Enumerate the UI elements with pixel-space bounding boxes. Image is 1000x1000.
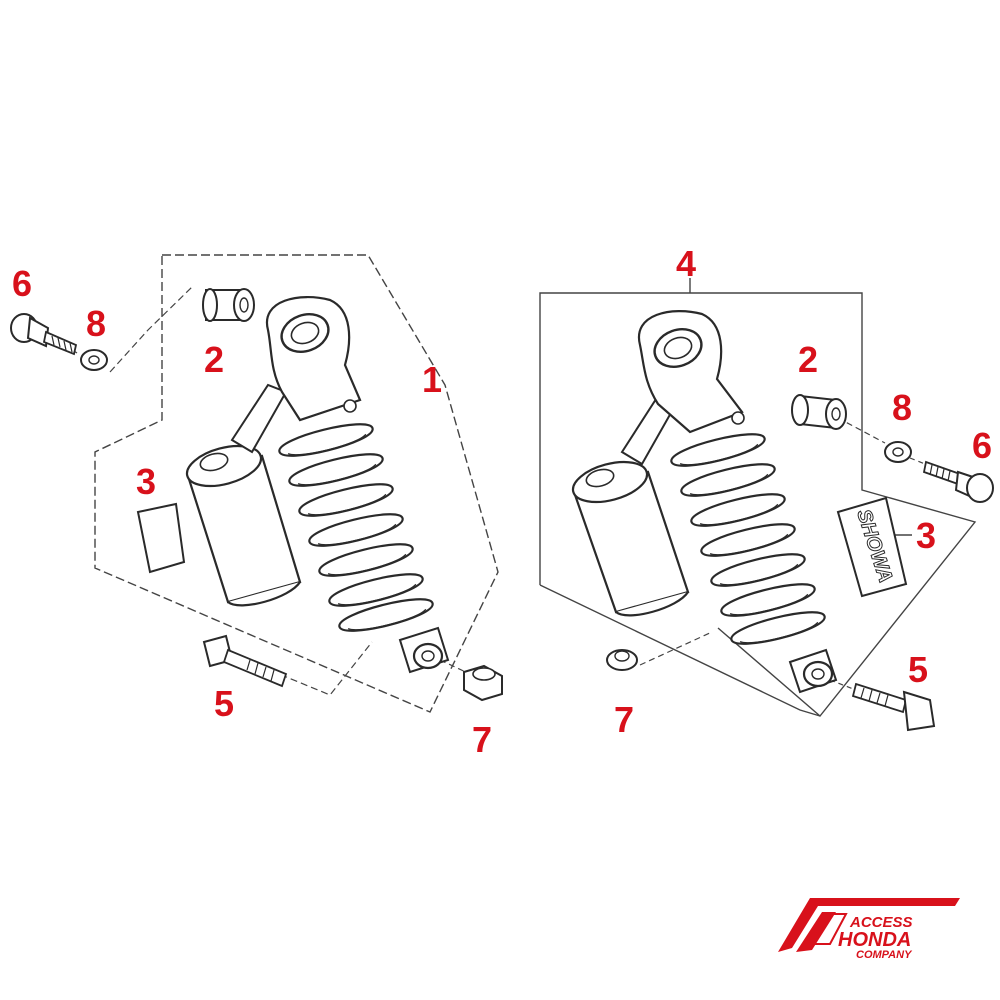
access-honda-logo: ACCESS HONDA COMPANY: [778, 898, 960, 961]
right-decal-3: SHOWA: [836, 496, 908, 598]
left-nut-7: [463, 664, 503, 702]
left-assembly: 6 8 2 1 3 5 7: [10, 254, 503, 760]
left-bolt-6: [10, 313, 78, 356]
right-assembly: SHOWA 4 2 8 6 3 5 7: [539, 243, 994, 740]
right-bottom-mount: [788, 648, 838, 694]
right-bushing-2: [791, 394, 847, 430]
left-callout-3: 3: [136, 461, 156, 502]
left-washer-8: [80, 349, 108, 371]
right-callout-6: 6: [972, 425, 992, 466]
left-leader-7: [439, 659, 471, 675]
right-callout-2: 2: [798, 339, 818, 380]
right-leader-2: [837, 417, 886, 444]
left-callout-5: 5: [214, 683, 234, 724]
logo-swoosh-mark: [778, 898, 960, 952]
right-leader-7: [639, 631, 713, 666]
left-spring: [275, 417, 437, 638]
right-callout-4: 4: [676, 243, 696, 284]
left-callout-7: 7: [472, 719, 492, 760]
left-group-outline: [94, 254, 499, 713]
left-hose: [230, 383, 288, 454]
logo-line-access: ACCESS: [849, 914, 913, 931]
left-reservoir: [185, 444, 302, 607]
right-top-mount: [637, 310, 745, 434]
right-callout-7: 7: [614, 699, 634, 740]
right-callout-8: 8: [892, 387, 912, 428]
right-bolt-5: [851, 682, 936, 732]
left-bolt-5: [202, 634, 288, 688]
right-leader-8: [909, 457, 931, 467]
logo-line-company: COMPANY: [856, 949, 913, 961]
right-washer-8: [884, 441, 912, 463]
right-callout-3: 3: [916, 515, 936, 556]
right-collar-7: [606, 649, 638, 671]
right-reservoir: [571, 460, 690, 617]
left-bottom-mount: [398, 626, 450, 674]
right-outline-lower: [539, 584, 821, 717]
left-callout-1: 1: [422, 359, 442, 400]
right-leader-5: [829, 679, 857, 691]
left-bushing-2: [202, 288, 255, 322]
left-leader-8: [109, 286, 193, 373]
left-callout-6: 6: [12, 263, 32, 304]
left-callout-2: 2: [204, 339, 224, 380]
right-bolt-6: [922, 460, 994, 503]
left-callout-8: 8: [86, 303, 106, 344]
left-top-mount: [265, 296, 362, 422]
right-spring: [667, 427, 829, 651]
logo-line-honda: HONDA: [838, 929, 911, 951]
right-callout-5: 5: [908, 649, 928, 690]
left-decal-3: [136, 502, 186, 574]
